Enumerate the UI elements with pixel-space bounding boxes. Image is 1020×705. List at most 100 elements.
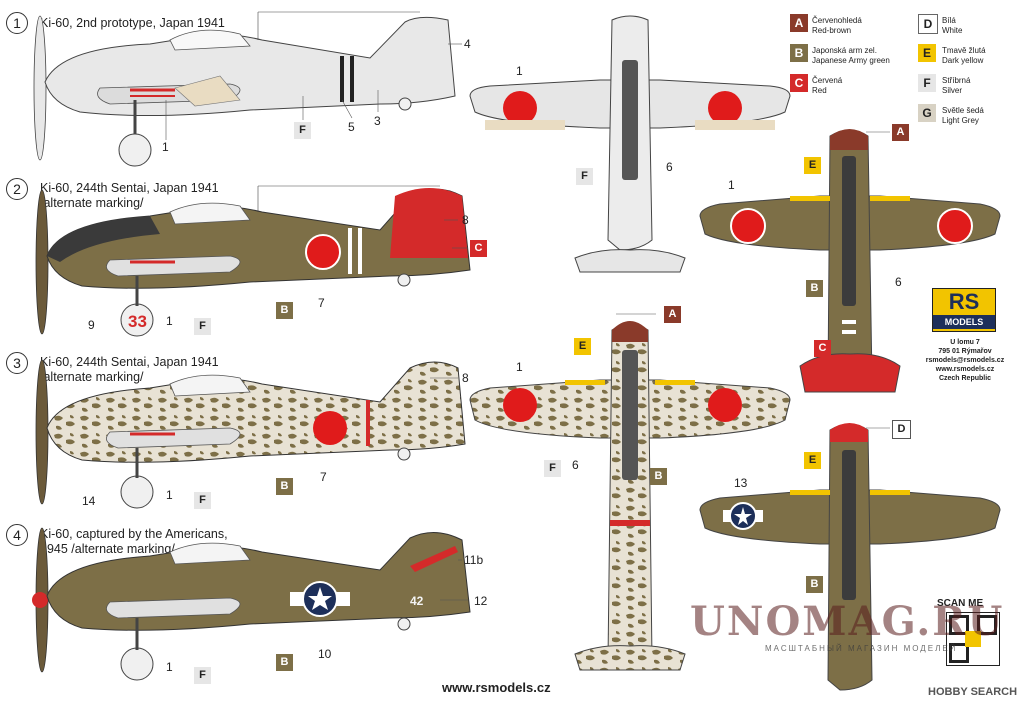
scheme-2-number: 2 <box>6 178 28 200</box>
address-line-1: U lomu 7 <box>950 339 980 346</box>
scheme-1-title: Ki-60, 2nd prototype, Japan 1941 <box>40 16 225 30</box>
footer-url[interactable]: www.rsmodels.cz <box>442 680 551 695</box>
logo-bottom-text: MODELS <box>933 315 995 329</box>
qr-code[interactable] <box>946 612 1000 666</box>
legend-d-cz: Bílá <box>942 16 956 25</box>
badge-f: F <box>294 122 311 139</box>
legend-c-cz: Červená <box>812 76 843 85</box>
callout-1: 1 <box>166 660 173 674</box>
scheme-4-subtitle: 1945 /alternate marking/ <box>40 542 175 556</box>
callout-6: 6 <box>895 275 902 289</box>
top-view-1 <box>469 15 791 273</box>
callout-3: 3 <box>374 114 381 128</box>
legend-swatch-b: B <box>790 44 808 62</box>
company-address: U lomu 7 795 01 Rýmařov rsmodels@rsmodel… <box>918 338 1012 383</box>
tail-number-42: 42 <box>410 594 424 608</box>
callout-7: 7 <box>320 470 327 484</box>
legend-f-en: Silver <box>942 86 963 95</box>
legend-b-en: Japanese Army green <box>812 56 890 65</box>
legend-swatch-e: E <box>918 44 936 62</box>
legend-g-cz: Světle šedá <box>942 106 984 115</box>
address-line-5: Czech Republic <box>938 375 992 382</box>
scheme-4-number: 4 <box>6 524 28 546</box>
legend-e-en: Dark yellow <box>942 56 984 65</box>
fuselage <box>46 361 466 463</box>
side-view-4 <box>32 527 471 681</box>
callout-11b: 11b <box>464 553 484 567</box>
badge-e: E <box>574 338 591 355</box>
logo-top-text: RS <box>948 289 980 314</box>
rs-models-logo: RS MODELS <box>932 288 996 332</box>
scheme-3-title: Ki-60, 244th Sentai, Japan 1941 <box>40 355 219 369</box>
hinomaru <box>313 411 347 445</box>
canopy <box>169 29 251 51</box>
badge-b: B <box>806 576 823 593</box>
legend-d-en: White <box>942 26 963 35</box>
callout-1: 1 <box>516 360 523 374</box>
scheme-1-number: 1 <box>6 12 28 34</box>
legend-swatch-g: G <box>918 104 936 122</box>
badge-d: D <box>892 420 911 439</box>
badge-b: B <box>806 280 823 297</box>
propeller <box>35 189 49 335</box>
scheme-2-subtitle: /alternate marking/ <box>40 196 144 210</box>
legend-e-cz: Tmavě žlutá <box>942 46 986 55</box>
legend-swatch-c: C <box>790 74 808 92</box>
legend-f-cz: Stříbrná <box>942 76 971 85</box>
callout-6: 6 <box>572 458 579 472</box>
propeller <box>33 15 47 161</box>
red-tail <box>390 188 468 258</box>
watermark-unomag: UNOMAG.RU <box>690 598 1005 645</box>
legend-swatch-a: A <box>790 14 808 32</box>
callout-10: 10 <box>318 647 332 661</box>
watermark-hobbysearch: HOBBY SEARCH <box>928 686 1018 698</box>
callout-1: 1 <box>166 314 173 328</box>
legend-a-cz: Červenohledá <box>812 16 862 25</box>
bottom-view-1 <box>699 129 1001 393</box>
callout-8: 8 <box>462 213 469 227</box>
fuselage <box>46 532 471 631</box>
badge-b: B <box>276 302 293 319</box>
callout-9: 9 <box>88 318 95 332</box>
legend-a-en: Red-brown <box>812 26 852 35</box>
badge-b: B <box>276 478 293 495</box>
badge-f: F <box>576 168 593 185</box>
badge-f: F <box>544 460 561 477</box>
scheme-2-title: Ki-60, 244th Sentai, Japan 1941 <box>40 181 219 195</box>
badge-b: B <box>650 468 667 485</box>
side-view-3 <box>35 359 466 509</box>
callout-6: 6 <box>666 160 673 174</box>
callout-1: 1 <box>728 178 735 192</box>
legend-swatch-d: D <box>918 14 938 34</box>
address-line-4: www.rsmodels.cz <box>935 366 995 373</box>
callout-1: 1 <box>166 488 173 502</box>
callout-1: 1 <box>162 140 169 154</box>
badge-f: F <box>194 318 211 335</box>
badge-e: E <box>804 157 821 174</box>
top-view-2 <box>469 321 791 671</box>
callout-7: 7 <box>318 296 325 310</box>
legend-b-cz: Japonská arm zel. <box>812 46 877 55</box>
callout-4: 4 <box>464 37 471 51</box>
side-view-1 <box>33 11 456 167</box>
callout-5: 5 <box>348 120 355 134</box>
badge-f: F <box>194 667 211 684</box>
scan-me-label: SCAN ME <box>937 598 984 609</box>
tail-number-33: 33 <box>128 312 147 331</box>
side-view-2 <box>35 185 471 337</box>
bottom-view-2 <box>699 423 1001 691</box>
callout-1: 1 <box>516 64 523 78</box>
legend-swatch-f: F <box>918 74 936 92</box>
badge-a: A <box>664 306 681 323</box>
badge-f: F <box>194 492 211 509</box>
scheme-4-title: Ki-60, captured by the Americans, <box>40 527 228 541</box>
watermark-sub: МАСШТАБНЫЙ МАГАЗИН МОДЕЛЕЙ <box>765 644 958 653</box>
callout-13: 13 <box>734 476 748 490</box>
scheme-3-subtitle: /alternate marking/ <box>40 370 144 384</box>
callout-14: 14 <box>82 494 96 508</box>
badge-c: C <box>814 340 831 357</box>
scheme-3-number: 3 <box>6 352 28 374</box>
badge-c: C <box>470 240 487 257</box>
legend-g-en: Light Grey <box>942 116 979 125</box>
